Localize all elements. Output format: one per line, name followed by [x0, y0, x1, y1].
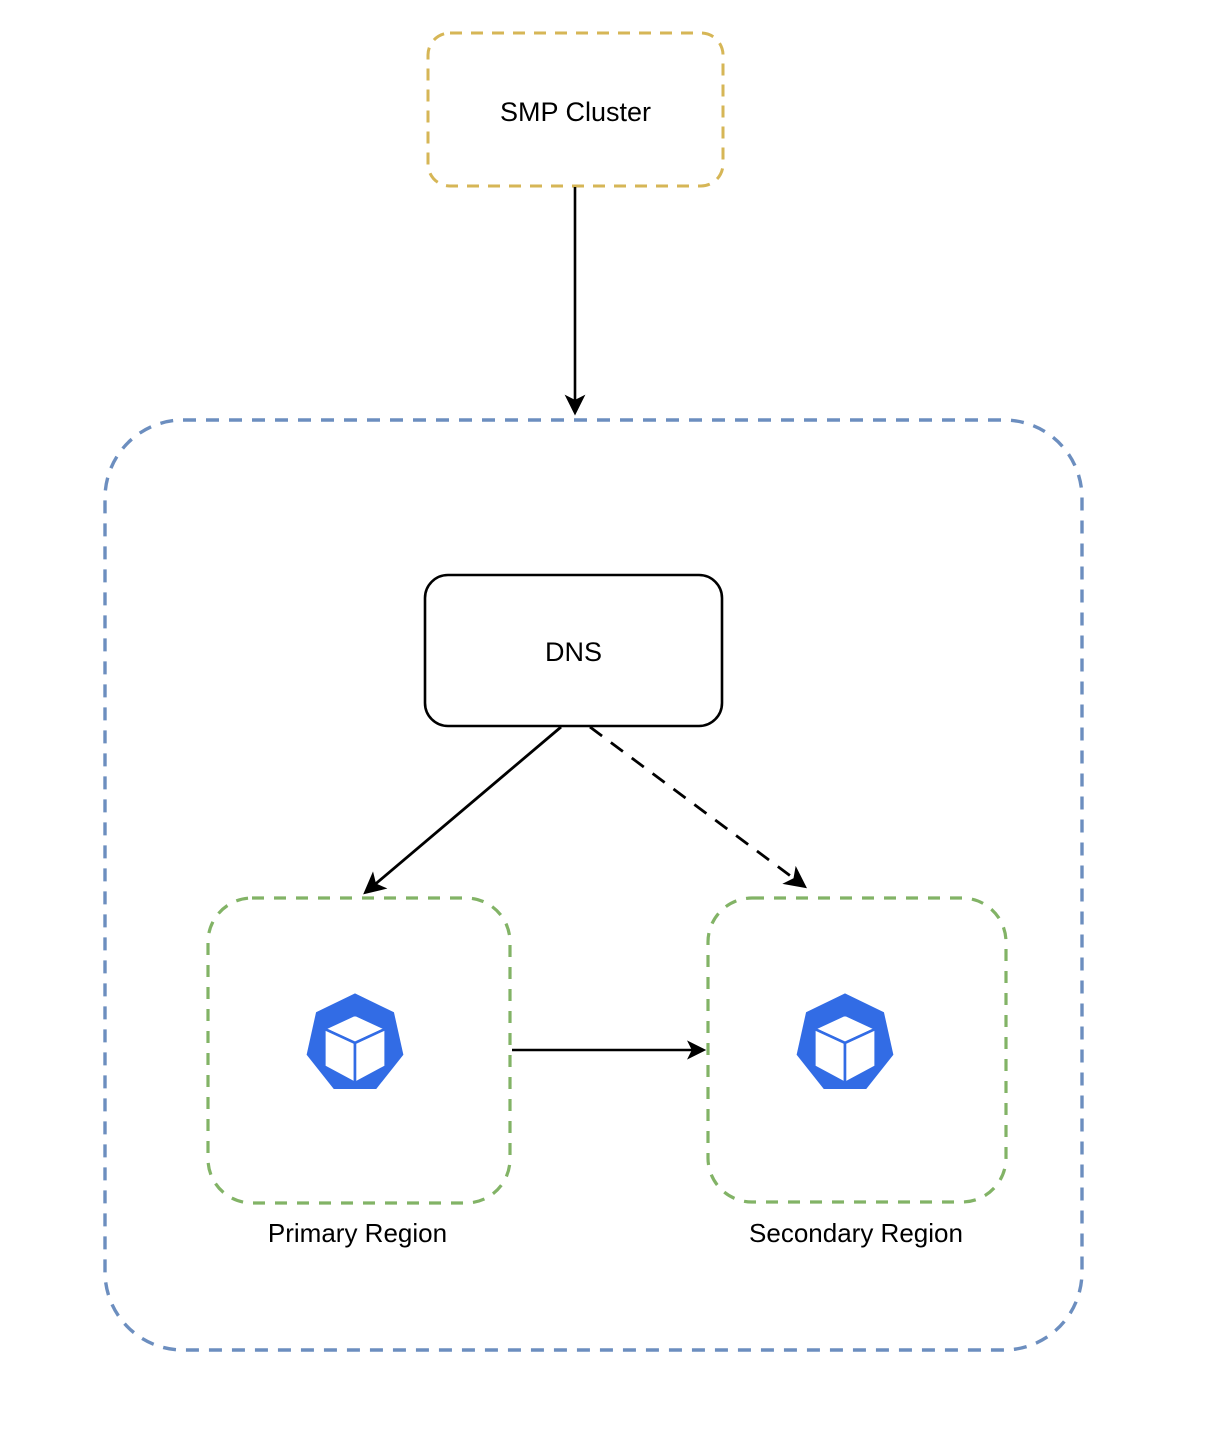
- dns-label: DNS: [544, 637, 602, 667]
- kubernetes-icon: [296, 991, 414, 1109]
- primary-region-label: Primary Region: [267, 1218, 448, 1248]
- kubernetes-icon: [786, 991, 904, 1109]
- edge-dns-to-primary: [363, 725, 562, 895]
- dns-shape[interactable]: [423, 573, 724, 728]
- smp-cluster-label: SMP Cluster: [499, 97, 652, 127]
- edge-dns-to-secondary: [589, 725, 807, 889]
- secondary-region-label: Secondary Region: [749, 1218, 963, 1248]
- kubernetes-icon-glyph: [796, 993, 894, 1089]
- smp-cluster-shape[interactable]: [426, 31, 725, 188]
- kubernetes-icon-glyph: [306, 993, 404, 1089]
- cloud-boundary-shape: [103, 418, 1084, 1352]
